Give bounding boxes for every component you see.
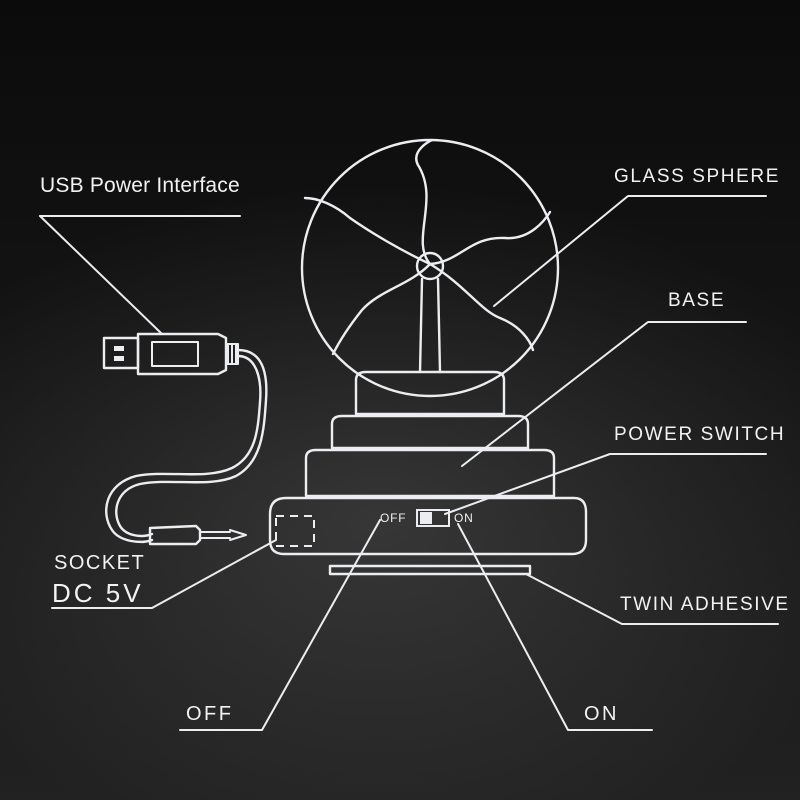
glass-sphere-leader (493, 195, 767, 307)
plasma-tendril (428, 210, 552, 266)
plasma-tendril (303, 196, 432, 266)
twin-adhesive-leader (525, 573, 779, 625)
socket-leader (51, 539, 277, 609)
usb-plug (102, 332, 239, 376)
power-switch-body (416, 509, 450, 527)
glass-sphere-label: GLASS SPHERE (614, 166, 780, 187)
base-label: BASE (668, 290, 726, 311)
power-switch-leader (444, 453, 767, 515)
dc-socket (275, 515, 315, 547)
base-housing (268, 496, 588, 556)
on-leader (457, 523, 653, 731)
plasma-tendril (331, 262, 432, 356)
plasma-tendril (428, 262, 535, 352)
usb-leader (39, 215, 163, 335)
socket-label: SOCKET (54, 552, 146, 574)
twin-adhesive-label: TWIN ADHESIVE (620, 594, 790, 615)
twin-adhesive-strip (328, 564, 532, 576)
dc-5v-label: DC 5V (52, 578, 144, 608)
usb-connector-tip (102, 336, 140, 370)
plasma-core (415, 251, 445, 281)
off-leader (179, 519, 381, 731)
usb-cable (115, 348, 268, 538)
leader-lines (39, 195, 779, 731)
usb-plug-body (136, 332, 228, 376)
plasma-tendril (415, 138, 434, 266)
center-stem (418, 277, 442, 374)
power-switch-knob (420, 512, 432, 524)
switch-on-marking: ON (454, 511, 474, 525)
off-label: OFF (186, 703, 234, 725)
usb-power-interface-label: USB Power Interface (40, 174, 240, 197)
switch-off-marking: OFF (380, 511, 407, 525)
glass-sphere (300, 138, 560, 398)
power-switch-label: POWER SWITCH (614, 424, 786, 445)
on-label: ON (584, 703, 619, 725)
dc-jack (148, 524, 247, 546)
lamp-base (268, 370, 588, 556)
base-leader (461, 321, 747, 467)
